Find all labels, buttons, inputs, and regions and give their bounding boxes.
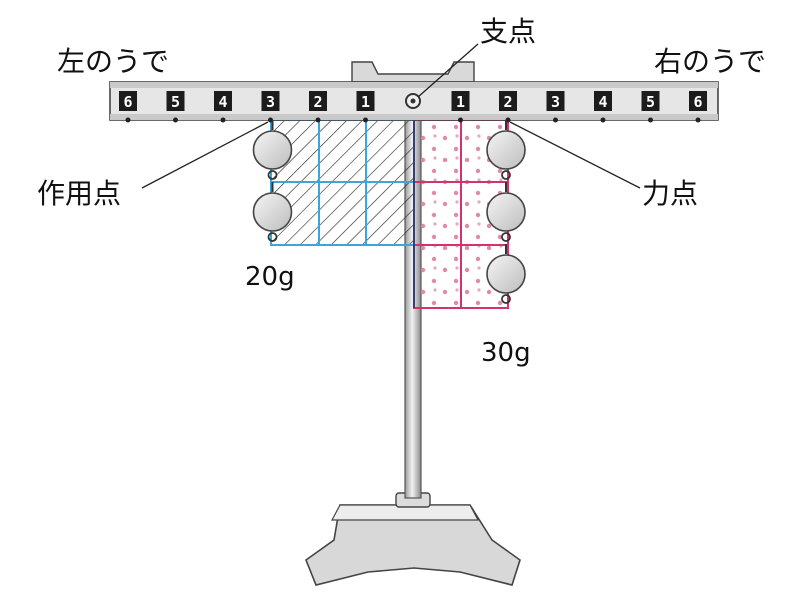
weight — [486, 254, 526, 294]
beam-number-box — [641, 91, 660, 111]
weight — [252, 130, 293, 170]
beam-number-box — [689, 91, 707, 111]
weight — [252, 192, 293, 232]
beam-peg — [220, 117, 226, 123]
point-of-effort-label: 力点 — [642, 177, 699, 210]
beam-number-box — [166, 91, 185, 111]
weight-ring — [501, 170, 511, 180]
beam-number-box — [499, 91, 517, 111]
left-mass-label: 20g — [245, 262, 295, 292]
beam-number-box — [309, 91, 327, 111]
beam-number-box — [451, 91, 470, 111]
beam-number: 3 — [266, 93, 275, 111]
beam-number: 6 — [693, 93, 702, 111]
beam-scale: 6 5 4 3 2 1 1 2 3 4 5 6 — [119, 91, 707, 123]
beam-number-box — [356, 91, 375, 111]
weight-ring — [501, 232, 511, 242]
left-arm-label: 左のうで — [57, 45, 170, 78]
effort-point-leader-line — [509, 121, 641, 189]
right-arm-label: 右のうで — [654, 45, 767, 78]
weight-ring — [267, 232, 278, 242]
beam-peg — [648, 117, 653, 123]
beam-number: 1 — [361, 93, 370, 111]
beam-number-box — [214, 91, 232, 111]
beam-number-box — [594, 91, 612, 111]
beam-peg — [695, 117, 701, 123]
beam-number: 1 — [456, 93, 465, 111]
beam-number: 6 — [123, 93, 132, 111]
beam-peg — [458, 117, 463, 123]
beam-number: 2 — [503, 93, 512, 111]
action-point-leader-line — [141, 121, 269, 189]
weight-ring — [267, 170, 278, 180]
beam-peg — [125, 117, 131, 123]
beam-number-box — [546, 91, 565, 111]
beam-number: 4 — [598, 93, 607, 111]
beam-number: 3 — [551, 93, 560, 111]
beam-peg — [315, 117, 321, 123]
right-mass-label: 30g — [481, 338, 531, 368]
beam-peg — [553, 117, 558, 123]
beam-number-box — [119, 91, 137, 111]
stand-base — [305, 492, 521, 586]
point-of-action-label: 作用点 — [37, 177, 122, 210]
beam-number-box — [261, 91, 280, 111]
fulcrum-label: 支点 — [480, 15, 537, 48]
beam-number: 2 — [313, 93, 322, 111]
beam-peg — [363, 117, 368, 123]
weight — [486, 192, 526, 232]
left-moment-area — [270, 119, 415, 246]
fulcrum-leader-line — [417, 43, 479, 98]
lever-beam: 6 5 4 3 2 1 1 2 3 4 5 6 — [109, 81, 719, 123]
beam-number: 4 — [218, 93, 227, 111]
beam-number: 5 — [171, 93, 180, 111]
weight — [486, 130, 526, 170]
weight-ring — [501, 294, 511, 304]
beam-bracket — [351, 61, 475, 83]
weights — [252, 120, 526, 304]
beam-peg — [600, 117, 606, 123]
beam-peg — [173, 117, 178, 123]
beam-number: 5 — [646, 93, 655, 111]
